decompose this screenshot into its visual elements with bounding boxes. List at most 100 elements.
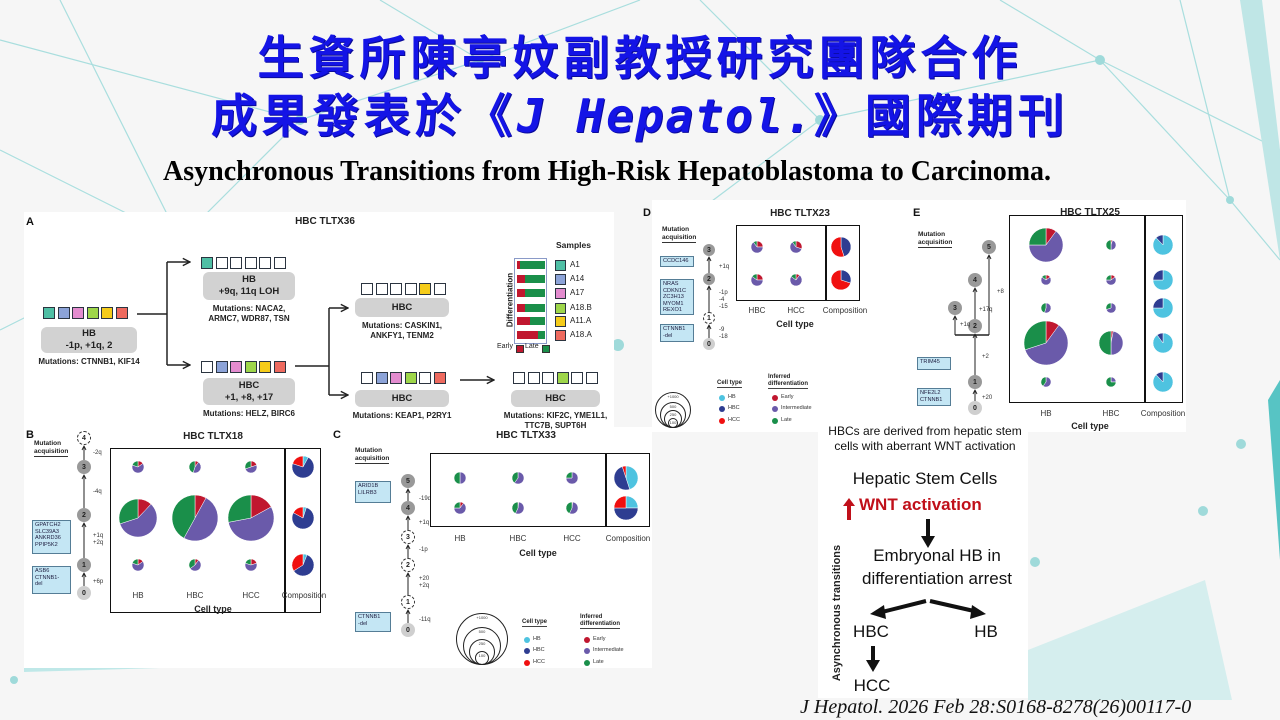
composition-divider xyxy=(605,454,607,526)
tree-node-1: 1 xyxy=(968,375,982,389)
pie-wedge-hcc xyxy=(293,506,304,519)
composition-pie xyxy=(830,269,852,291)
legend-label-early: Early xyxy=(781,394,794,400)
size-legend-label: 100 xyxy=(478,653,486,658)
sample-square-A17 xyxy=(230,257,242,269)
clone-type: HBC xyxy=(391,392,413,404)
pie-wedge-hb xyxy=(625,465,639,490)
sample-squares xyxy=(43,307,128,319)
pie-grid-frame xyxy=(1009,215,1183,403)
differentiation-pie-HCC xyxy=(227,494,275,542)
sample-legend-swatch xyxy=(555,260,566,271)
pie-wedge-hbc xyxy=(293,554,315,577)
size-legend-label: 100 xyxy=(669,420,677,425)
title-prefix: 成果發表於《 xyxy=(211,89,518,143)
pie-wedge-early xyxy=(756,240,764,248)
differentiation-bar-late xyxy=(525,304,545,312)
pie-wedge-late xyxy=(511,501,519,514)
model-caption-line1: HBCs are derived from hepatic stem xyxy=(828,424,1022,438)
size-legend-label: 250 xyxy=(478,641,486,646)
gene-box: CCDC146 xyxy=(660,256,694,267)
clone-type: HB xyxy=(82,328,96,339)
sample-square-A11.A xyxy=(101,307,113,319)
differentiation-bar-late xyxy=(519,261,545,269)
column-label-composition: Composition xyxy=(605,534,651,543)
pie-wedge-late xyxy=(1028,227,1047,246)
differentiation-bar-early xyxy=(517,275,526,283)
composition-divider xyxy=(1144,216,1146,402)
pie-wedge-late xyxy=(511,471,519,484)
pie-wedge-intermediate xyxy=(459,471,467,485)
column-label-composition: Composition xyxy=(822,306,868,315)
pie-wedge-late xyxy=(1105,376,1117,388)
pie-wedge-intermediate xyxy=(1110,376,1117,383)
sample-square-A17 xyxy=(390,372,402,384)
pie-wedge-intermediate xyxy=(189,559,202,572)
composition-pie xyxy=(830,236,852,258)
edge-label: +20 xyxy=(982,395,993,401)
pie-wedge-intermediate xyxy=(789,241,803,254)
wnt-activation-label: WNT activation xyxy=(859,495,982,514)
differentiation-bar-early xyxy=(517,261,520,269)
column-label-HB: HB xyxy=(132,591,144,600)
column-label-HCC: HCC xyxy=(242,591,260,600)
differentiation-pie-HBC xyxy=(750,240,764,254)
sample-square-A14 xyxy=(527,372,540,384)
legend-dot-late xyxy=(772,418,778,424)
differentiation-pie-HB xyxy=(118,498,158,538)
sample-square-A18.A xyxy=(433,372,446,384)
hepatic-stem-cells-label: Hepatic Stem Cells xyxy=(852,469,998,488)
differentiation-bar-late xyxy=(525,275,545,283)
sample-legend-label: A1 xyxy=(570,260,580,269)
column-label-composition: Composition xyxy=(1140,409,1186,418)
legend-cell-type-title: Cell type xyxy=(522,619,548,627)
pie-wedge-intermediate xyxy=(1024,324,1069,366)
pie-wedge-intermediate xyxy=(1110,330,1124,356)
differentiation-bar-early xyxy=(517,317,530,325)
mutation-acquisition-label: Mutation acquisition xyxy=(918,231,953,248)
column-label-composition: Composition xyxy=(281,591,327,600)
gene-box: CTNNB1 -del xyxy=(355,612,391,632)
pie-wedge-hbc xyxy=(291,457,315,479)
pie-wedge-late xyxy=(1105,274,1112,281)
size-legend-label: +1000 xyxy=(476,615,488,620)
differentiation-pie-HCC xyxy=(565,471,579,485)
pie-wedge-intermediate xyxy=(244,464,258,474)
legend-inferred-title: Inferred differentiation xyxy=(580,614,620,629)
sample-square-A1 xyxy=(201,361,213,373)
pie-wedge-intermediate xyxy=(565,471,579,485)
pie-wedge-intermediate xyxy=(750,276,764,287)
legend-dot-hb xyxy=(524,637,530,643)
pie-wedge-late xyxy=(131,460,139,468)
differentiation-bar-late xyxy=(529,317,545,325)
differentiation-pie-HCC xyxy=(565,501,579,515)
gene-box: ARID1B LILRB3 xyxy=(355,481,391,503)
sample-squares xyxy=(513,372,598,384)
tree-node-2: 2 xyxy=(703,273,715,285)
sample-legend-label: A18.A xyxy=(570,330,592,339)
differentiation-pie-HB xyxy=(1040,274,1052,286)
tree-node-2: 2 xyxy=(77,508,91,522)
pie-wedge-intermediate xyxy=(514,471,525,485)
sample-square-A11.A xyxy=(259,361,271,373)
sample-squares xyxy=(361,283,446,295)
size-legend-circle xyxy=(475,651,489,665)
up-arrow-icon xyxy=(843,498,855,520)
size-legend-label: +1000 xyxy=(667,394,679,399)
sample-square-A14 xyxy=(215,361,228,373)
pie-wedge-intermediate xyxy=(1042,376,1052,388)
sample-square-A17 xyxy=(390,283,402,295)
differentiation-pie-HB xyxy=(1023,320,1069,366)
journal-name: J Hepatol. xyxy=(517,89,814,143)
clone-type: HBC xyxy=(238,379,260,391)
pie-wedge-hbc xyxy=(840,236,852,257)
panel-b-c xyxy=(24,427,652,668)
pie-wedge-intermediate xyxy=(244,562,258,572)
differentiation-pie-HBC xyxy=(1105,376,1117,388)
differentiation-pie-HB xyxy=(1028,227,1064,263)
legend-label-late: Late xyxy=(593,659,604,665)
legend-label-hcc: HCC xyxy=(533,659,545,665)
pie-wedge-hcc xyxy=(291,553,304,572)
pie-wedge-intermediate xyxy=(228,506,275,542)
